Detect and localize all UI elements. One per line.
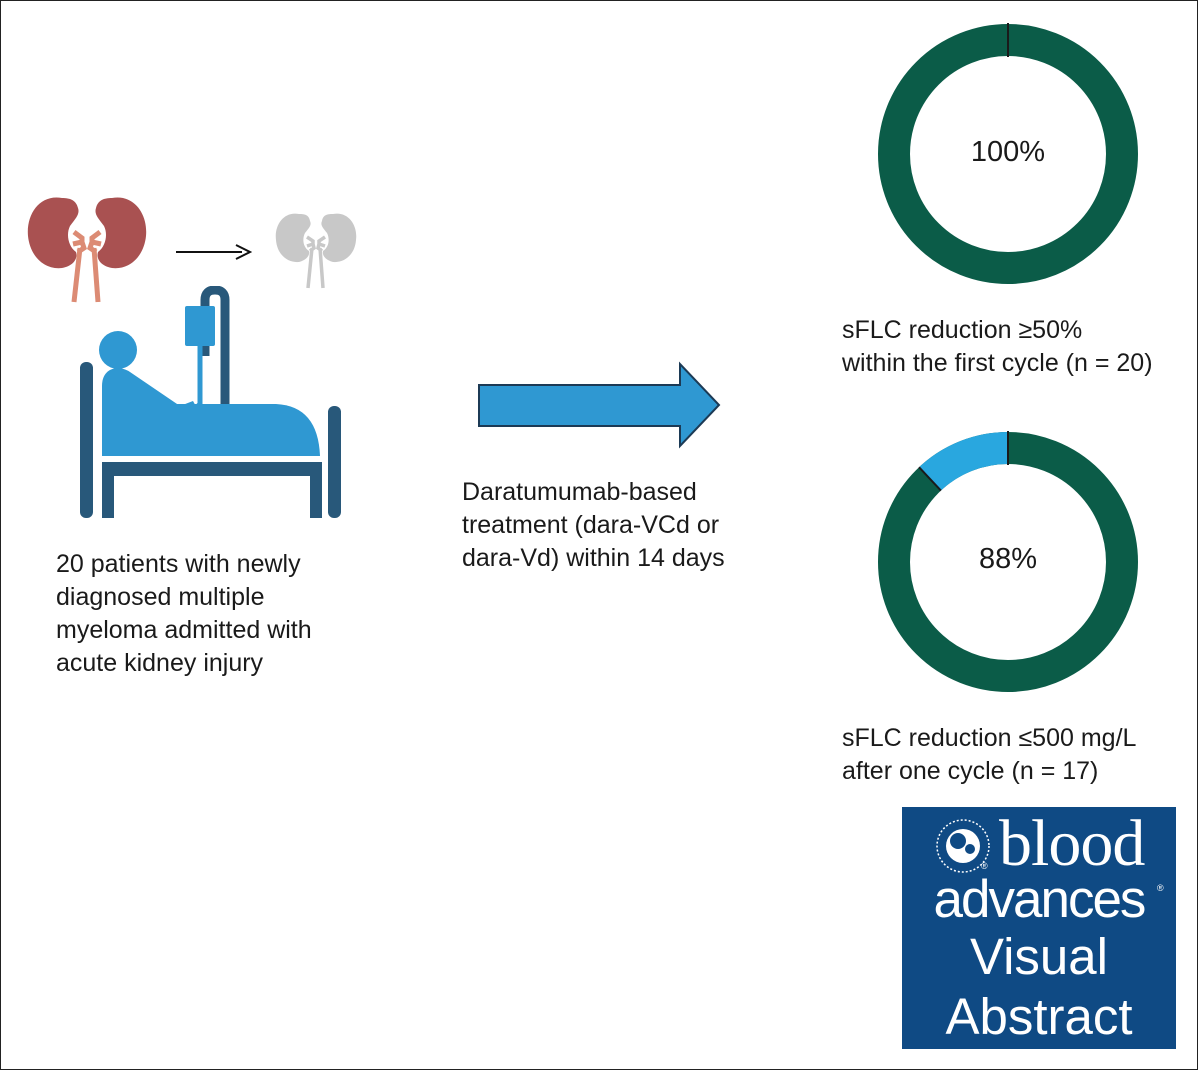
- kidney-icon: [27, 197, 147, 303]
- logo-visual: Visual: [970, 928, 1108, 985]
- donut-label-first-cycle: 100%: [970, 136, 1046, 168]
- blood-advances-logo: ® blood advances ® Visual Abstract: [902, 807, 1176, 1049]
- left-ureter: [71, 230, 87, 303]
- result-caption-one-cycle: sFLC reduction ≤500 mg/L after one cycle…: [842, 724, 1137, 785]
- logo-abstract: Abstract: [945, 988, 1133, 1045]
- registered-mark: ®: [981, 861, 988, 871]
- kidney-recovered-icon: [275, 213, 357, 289]
- donut-label-one-cycle: 88%: [978, 543, 1038, 575]
- left-kidney: [27, 197, 79, 269]
- donut-divider-side: [918, 466, 942, 492]
- blanket: [162, 404, 320, 456]
- bed-leg-right: [310, 462, 322, 518]
- logo-advances: advances: [933, 870, 1147, 929]
- logo-blood: blood: [999, 807, 1145, 880]
- iv-drip-icon: [185, 286, 230, 414]
- right-kidney: [95, 197, 147, 269]
- patients-description: 20 patients with newly diagnosed multipl…: [56, 550, 312, 677]
- bed-leg-left: [102, 462, 114, 518]
- hospital-bed-icon: [80, 286, 341, 518]
- donut-chart-first-cycle: [878, 23, 1138, 284]
- bed-headboard: [80, 362, 93, 518]
- bed-frame: [102, 462, 322, 476]
- treatment-description: Daratumumab-based treatment (dara-VCd or…: [462, 478, 725, 572]
- patient-head: [99, 331, 137, 369]
- right-arrow-icon: [176, 244, 252, 260]
- donut-chart-one-cycle: [878, 431, 1138, 692]
- treatment-arrow: [478, 361, 721, 449]
- donut-segment-not-achieved: [919, 432, 1009, 491]
- bed-footboard: [328, 406, 341, 518]
- right-ureter: [87, 230, 102, 303]
- registered-mark-2: ®: [1157, 883, 1164, 893]
- ash-seal-icon: [936, 819, 990, 873]
- patient-body: [102, 368, 198, 456]
- result-caption-first-cycle: sFLC reduction ≥50% within the first cyc…: [842, 316, 1153, 377]
